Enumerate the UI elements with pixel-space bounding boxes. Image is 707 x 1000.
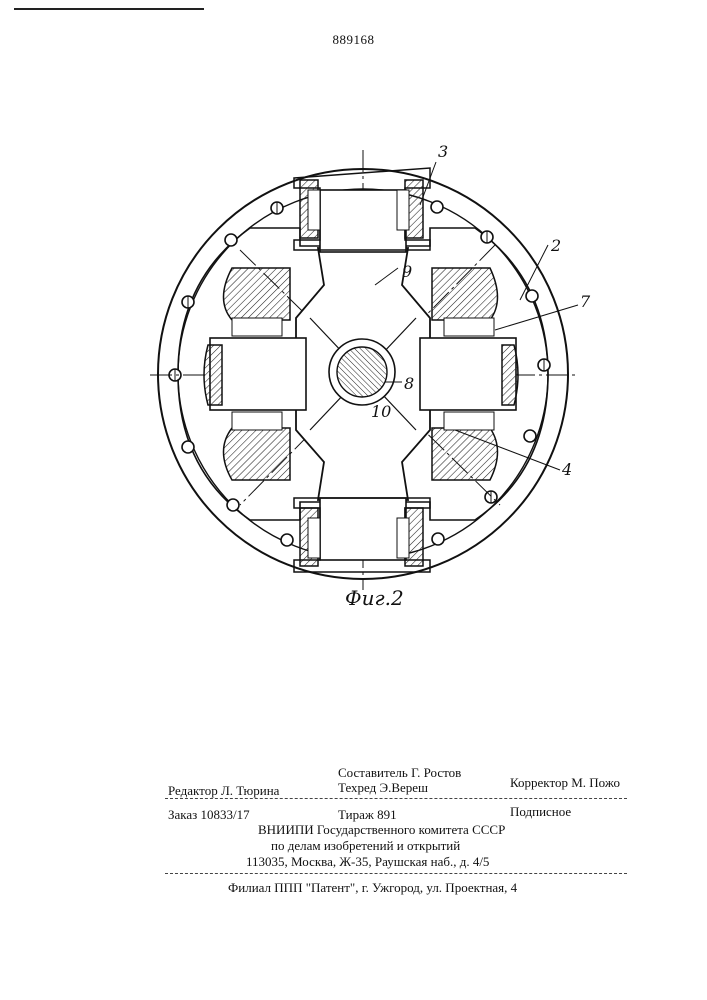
branch: Филиал ППП "Патент", г. Ужгород, ул. Про… <box>228 880 517 896</box>
callout-8: 8 <box>404 374 414 393</box>
editor: Редактор Л. Тюрина <box>168 783 279 799</box>
corrector: Корректор М. Пожо <box>510 775 620 791</box>
figure-caption: Фиг.2 <box>345 586 404 610</box>
compiler: Составитель Г. Ростов <box>338 765 461 781</box>
callout-7: 7 <box>580 292 590 311</box>
org-line-2: по делам изобретений и открытий <box>271 838 460 854</box>
callout-2: 2 <box>551 236 561 255</box>
callout-9: 9 <box>402 262 412 281</box>
central-shaft <box>329 339 395 405</box>
techred: Техред Э.Вереш <box>338 780 428 796</box>
circulation: Тираж 891 <box>338 807 397 823</box>
callout-4: 4 <box>562 460 572 479</box>
order: Заказ 10833/17 <box>168 807 250 823</box>
org-address: 113035, Москва, Ж-35, Раушская наб., д. … <box>246 854 489 870</box>
imprint-rule-1 <box>165 798 627 799</box>
callout-3: 3 <box>438 142 448 161</box>
imprint-rule-2 <box>165 873 627 874</box>
org-line-1: ВНИИПИ Государственного комитета СССР <box>258 822 505 838</box>
subscription: Подписное <box>510 804 571 820</box>
callout-10: 10 <box>371 402 391 421</box>
